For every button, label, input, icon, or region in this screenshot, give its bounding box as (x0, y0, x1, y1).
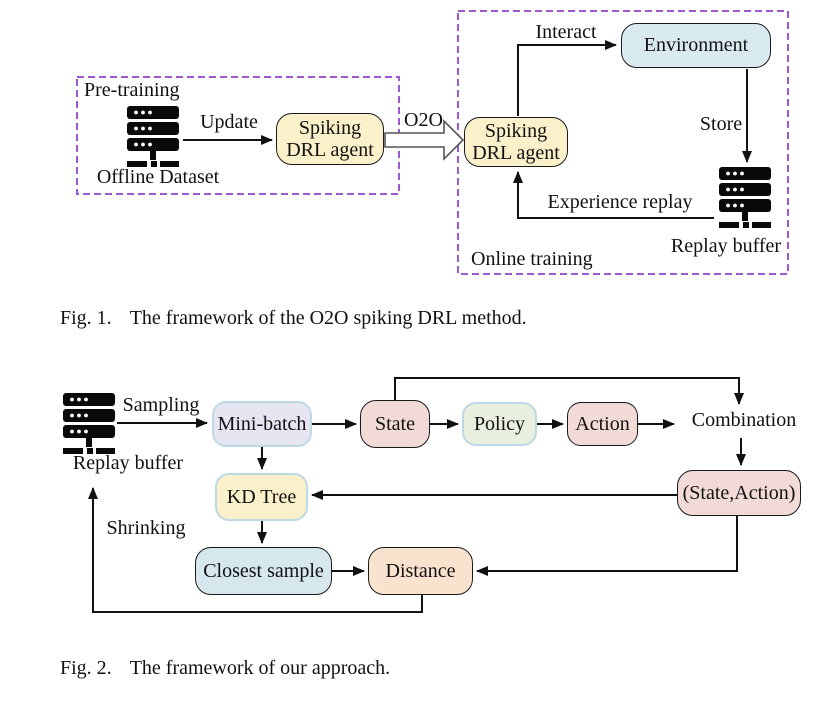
environment-node: Environment (621, 23, 771, 68)
closest-sample-node: Closest sample (195, 547, 332, 595)
offline-dataset-database-icon (127, 106, 179, 167)
pretraining-title: Pre-training (84, 79, 180, 101)
o2o-label: O2O (404, 109, 443, 131)
shrinking-label: Shrinking (106, 517, 186, 539)
experience-replay-label: Experience replay (547, 191, 693, 213)
policy-node: Policy (462, 402, 537, 446)
fig2-caption-text: The framework of our approach. (129, 657, 391, 679)
fig1-caption: Fig. 1. The framework of the O2O spiking … (60, 307, 527, 330)
spiking-drl-agent-offline-node: Spiking DRL agent (276, 113, 384, 165)
update-label: Update (200, 111, 258, 133)
distance-node: Distance (368, 547, 473, 595)
fig2-caption-tag: Fig. 2. (60, 657, 112, 679)
state-node: State (360, 400, 430, 448)
o2o-block-arrow (384, 119, 465, 161)
fig2-replay-buffer-database-icon (63, 393, 115, 454)
state-to-combination-loop (394, 377, 744, 405)
sampling-label: Sampling (122, 394, 200, 416)
spiking-drl-agent-online-node: Spiking DRL agent (464, 117, 568, 167)
combination-label: Combination (691, 409, 797, 431)
minibatch-node: Mini-batch (212, 401, 312, 447)
replay-buffer-database-icon (719, 167, 771, 228)
interact-arrow (517, 40, 617, 116)
kdtree-node: KD Tree (215, 473, 308, 521)
online-training-title: Online training (471, 248, 593, 270)
offline-dataset-label: Offline Dataset (96, 166, 220, 188)
stateaction-to-distance-arrow (476, 516, 738, 576)
state-action-node: (State,Action) (677, 470, 801, 516)
replay-buffer-label-fig2: Replay buffer (72, 452, 184, 474)
replay-buffer-label-fig1: Replay buffer (670, 235, 782, 257)
fig2-caption: Fig. 2. The framework of our approach. (60, 657, 390, 680)
online-training-frame (457, 10, 789, 275)
fig1-caption-text: The framework of the O2O spiking DRL met… (129, 307, 527, 329)
shrinking-loop-arrow (88, 487, 423, 613)
action-node: Action (567, 402, 638, 446)
store-label: Store (699, 113, 743, 135)
fig1-caption-tag: Fig. 1. (60, 307, 112, 329)
interact-label: Interact (535, 21, 597, 43)
experience-replay-arrow (513, 171, 714, 219)
